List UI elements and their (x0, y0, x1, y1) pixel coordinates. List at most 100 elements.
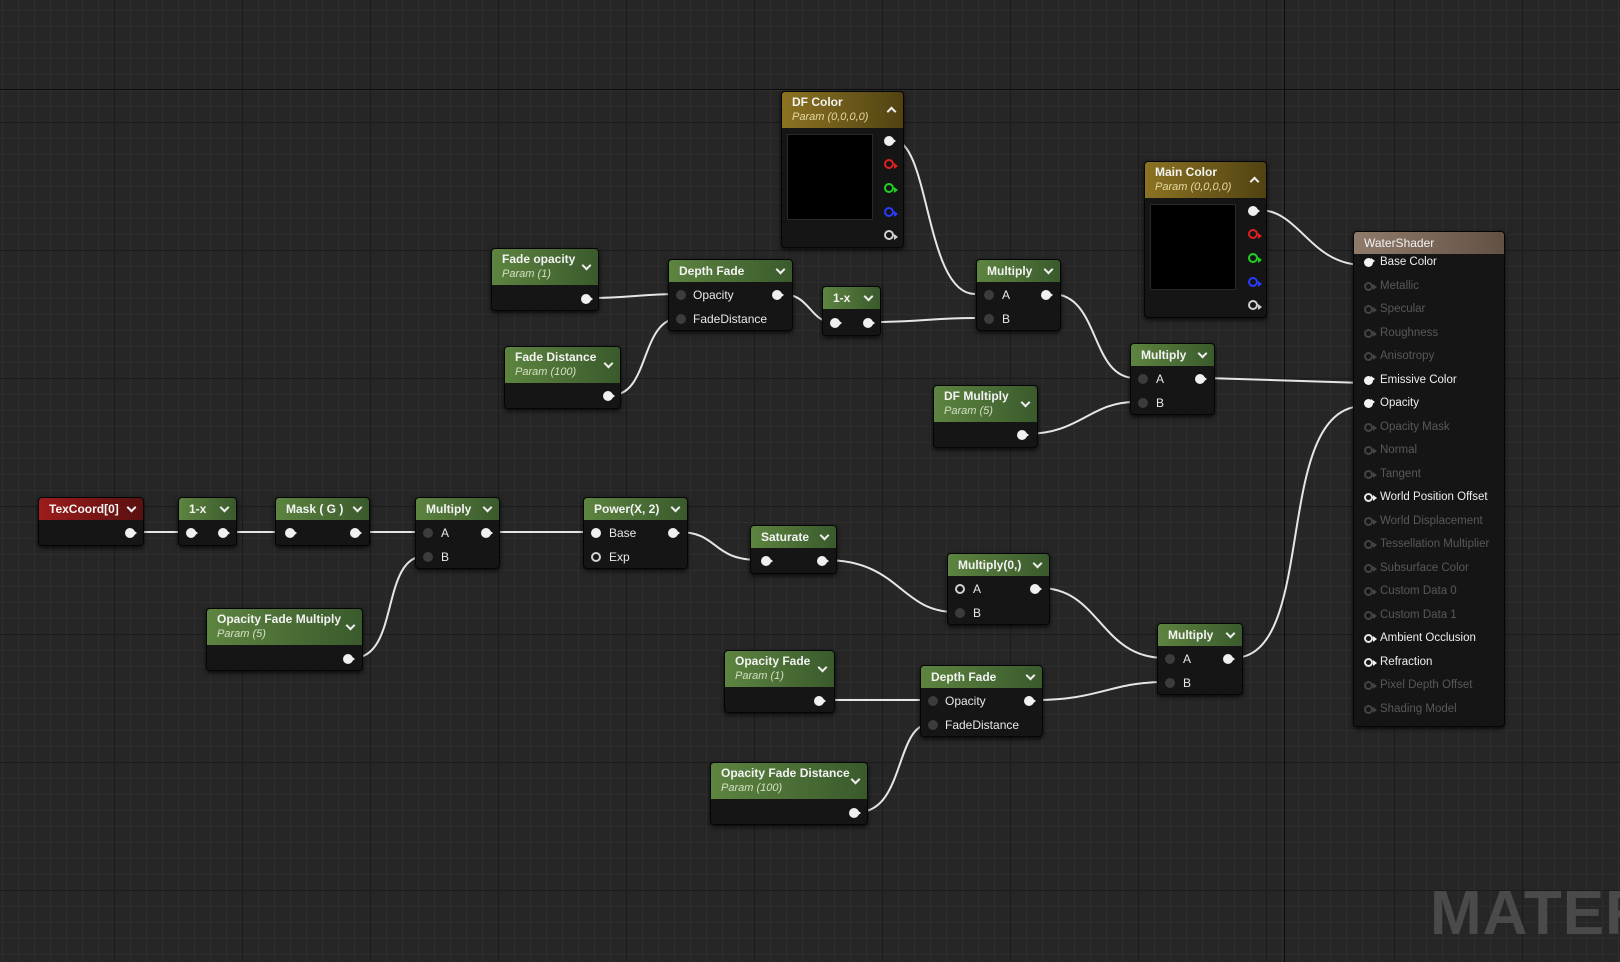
opacity-fade-distance-header[interactable]: Opacity Fade Distance Param (100) (711, 763, 867, 799)
expand-icon[interactable] (817, 662, 828, 673)
a-input-pin[interactable] (423, 528, 433, 538)
multiply-zero-node[interactable]: Multiply(0,) A B (947, 553, 1050, 625)
material-input-pin[interactable] (1364, 563, 1377, 573)
saturate-header[interactable]: Saturate (751, 526, 836, 548)
collapse-icon[interactable] (1249, 176, 1260, 187)
result-output-pin[interactable] (1223, 654, 1235, 664)
green-output-pin[interactable] (884, 183, 898, 193)
value-output-pin[interactable] (343, 654, 355, 664)
saturate-node[interactable]: Saturate (750, 525, 837, 574)
value-output-pin[interactable] (603, 391, 615, 401)
opacity-fade-multiply-header[interactable]: Opacity Fade Multiply Param (5) (207, 609, 362, 645)
opacity-fade-distance-node[interactable]: Opacity Fade Distance Param (100) (710, 762, 868, 825)
result-output-pin[interactable] (481, 528, 493, 538)
texcoord-header[interactable]: TexCoord[0] (39, 498, 143, 520)
b-input-pin[interactable] (984, 314, 994, 324)
multiply-header[interactable]: Multiply (977, 260, 1060, 282)
depth-fade-node[interactable]: Depth Fade Opacity FadeDistance (920, 665, 1043, 737)
one-minus-header[interactable]: 1-x (823, 287, 880, 309)
b-input-pin[interactable] (423, 552, 433, 562)
opacity-fade-header[interactable]: Opacity Fade Param (1) (725, 651, 834, 687)
multiply-header[interactable]: Multiply (416, 498, 499, 520)
a-input-pin[interactable] (1165, 654, 1175, 664)
material-input-pin[interactable] (1364, 540, 1377, 549)
one-minus-node[interactable]: 1-x (822, 286, 881, 336)
material-input-pin[interactable] (1364, 516, 1377, 526)
expand-icon[interactable] (345, 620, 356, 631)
opacity-fade-multiply-node[interactable]: Opacity Fade Multiply Param (5) (206, 608, 363, 671)
alpha-output-pin[interactable] (884, 230, 898, 240)
material-input-pin[interactable] (1364, 375, 1375, 385)
output-pin[interactable] (350, 528, 362, 538)
df-color-header[interactable]: DF Color Param (0,0,0,0) (782, 92, 903, 128)
depth-fade-header[interactable]: Depth Fade (921, 666, 1042, 688)
value-output-pin[interactable] (581, 294, 593, 304)
base-input-pin[interactable] (591, 528, 601, 538)
material-input-pin[interactable] (1364, 681, 1377, 690)
b-input-pin[interactable] (955, 608, 965, 618)
multiply-header[interactable]: Multiply (1131, 344, 1214, 366)
expand-icon[interactable] (219, 502, 230, 513)
rgb-output-pin[interactable] (884, 136, 896, 146)
power-node[interactable]: Power(X, 2) Base Exp (583, 497, 688, 569)
red-output-pin[interactable] (884, 159, 898, 169)
value-output-pin[interactable] (814, 696, 826, 706)
result-output-pin[interactable] (772, 290, 784, 300)
depth-fade-header[interactable]: Depth Fade (669, 260, 792, 282)
green-output-pin[interactable] (1248, 253, 1262, 263)
input-pin[interactable] (761, 556, 773, 566)
material-input-pin[interactable] (1364, 258, 1375, 267)
material-input-pin[interactable] (1364, 657, 1377, 667)
material-input-pin[interactable] (1364, 399, 1375, 408)
alpha-output-pin[interactable] (1248, 300, 1262, 310)
expand-icon[interactable] (581, 260, 592, 271)
a-input-pin[interactable] (984, 290, 994, 300)
fade-opacity-header[interactable]: Fade opacity Param (1) (492, 249, 598, 285)
opacity-input-pin[interactable] (676, 290, 686, 300)
result-output-pin[interactable] (1195, 374, 1207, 384)
expand-icon[interactable] (863, 291, 874, 302)
expand-icon[interactable] (1197, 348, 1208, 359)
fade-distance-node[interactable]: Fade Distance Param (100) (504, 346, 621, 409)
fade-distance-input-pin[interactable] (676, 314, 686, 324)
red-output-pin[interactable] (1248, 229, 1262, 239)
material-input-pin[interactable] (1364, 469, 1377, 479)
blue-output-pin[interactable] (1248, 277, 1262, 287)
fade-opacity-node[interactable]: Fade opacity Param (1) (491, 248, 599, 311)
material-input-pin[interactable] (1364, 704, 1377, 714)
mask-g-header[interactable]: Mask ( G ) (276, 498, 369, 520)
expand-icon[interactable] (1025, 670, 1036, 681)
material-input-pin[interactable] (1364, 305, 1377, 314)
input-pin[interactable] (186, 528, 198, 538)
material-input-pin[interactable] (1364, 328, 1377, 338)
output-pin[interactable] (817, 556, 829, 566)
expand-icon[interactable] (775, 264, 786, 275)
rgb-output-pin[interactable] (1248, 206, 1260, 216)
multiply-node[interactable]: Multiply A B (415, 497, 500, 569)
multiply-header[interactable]: Multiply (1158, 624, 1242, 646)
multiply-opacity-node[interactable]: Multiply A B (1157, 623, 1243, 695)
expand-icon[interactable] (1043, 264, 1054, 275)
expand-icon[interactable] (126, 502, 137, 513)
expand-icon[interactable] (1225, 628, 1236, 639)
mask-g-node[interactable]: Mask ( G ) (275, 497, 370, 546)
multiply-node[interactable]: Multiply A B (976, 259, 1061, 331)
material-input-pin[interactable] (1364, 493, 1377, 502)
input-pin[interactable] (285, 528, 297, 538)
b-input-pin[interactable] (1165, 678, 1175, 688)
output-pin[interactable] (218, 528, 230, 538)
result-output-pin[interactable] (1030, 584, 1042, 594)
exp-input-pin[interactable] (591, 552, 601, 562)
material-input-pin[interactable] (1364, 446, 1377, 455)
power-header[interactable]: Power(X, 2) (584, 498, 687, 520)
expand-icon[interactable] (819, 530, 830, 541)
df-color-node[interactable]: DF Color Param (0,0,0,0) (781, 91, 904, 248)
one-minus-node[interactable]: 1-x (178, 497, 237, 546)
collapse-icon[interactable] (886, 106, 897, 117)
depth-fade-node[interactable]: Depth Fade Opacity FadeDistance (668, 259, 793, 331)
df-multiply-header[interactable]: DF Multiply Param (5) (934, 386, 1037, 422)
material-input-pin[interactable] (1364, 610, 1377, 620)
input-pin[interactable] (830, 318, 842, 328)
value-output-pin[interactable] (849, 808, 861, 818)
